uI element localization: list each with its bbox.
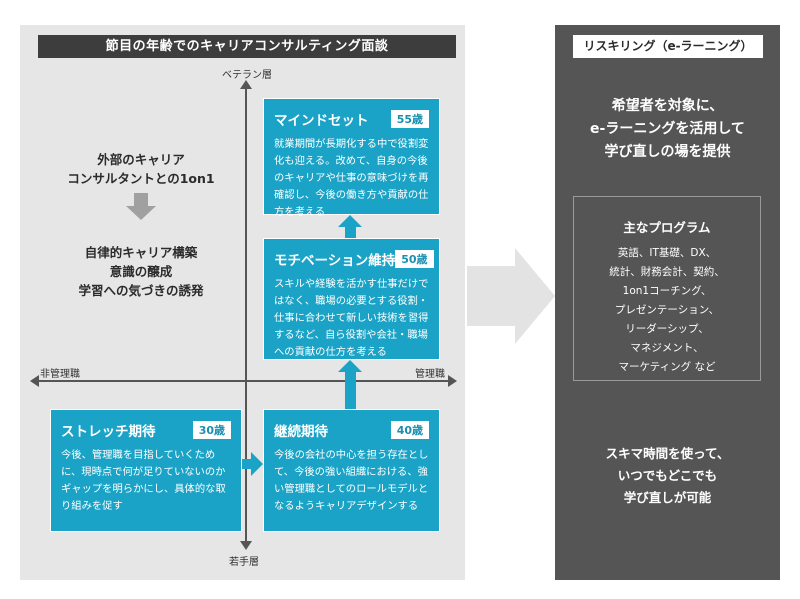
- program-line-5: リーダーシップ、: [625, 323, 709, 335]
- card-stretch-body: 今後、管理職を目指していくために、現時点で何が足りていないのかギャップを明らかに…: [61, 449, 226, 512]
- program-line-7: マーケティング など: [618, 361, 716, 373]
- career-consulting-header: 節目の年齢でのキャリアコンサルティング面談: [38, 35, 456, 58]
- card-mindset-body: 就業期間が長期化する中で役割変化も迎える。改めて、自身の今後のキャリアや仕事の意…: [274, 138, 429, 218]
- program-line-2: 統計、財務会計、契約、: [609, 266, 725, 278]
- card-mindset-age-badge: 55歳: [390, 110, 429, 128]
- card-motivation-title: モチベーション維持: [274, 253, 396, 269]
- program-line-3: 1on1コーチング、: [622, 285, 712, 297]
- connector-50-to-55-arrowhead: [338, 215, 362, 227]
- reskilling-intro-line-2: e-ラーニングを活用して: [590, 121, 745, 137]
- reskilling-footer-line-3: 学び直しが可能: [623, 490, 712, 505]
- connector-30-to-40-arrowhead: [251, 452, 263, 476]
- connector-40-to-50-shaft: [345, 372, 356, 409]
- card-continuation: 継続期待 40歳 今後の会社の中心を担う存在として、今後の強い組織における、強い…: [263, 409, 440, 532]
- axis-label-manager: 管理職: [415, 369, 445, 380]
- reskilling-footer-line-1: スキマ時間を使って、: [605, 446, 730, 461]
- vertical-axis-arrowhead-top: [240, 80, 252, 89]
- vertical-axis: [245, 87, 247, 545]
- program-list: 英語、IT基礎、DX、 統計、財務会計、契約、 1on1コーチング、 プレゼンテ…: [573, 244, 761, 377]
- card-mindset-header: マインドセット 55歳: [274, 109, 429, 129]
- card-motivation-header: モチベーション維持 50歳: [274, 249, 434, 269]
- card-continuation-age-badge: 40歳: [390, 421, 429, 439]
- card-stretch: ストレッチ期待 30歳 今後、管理職を目指していくために、現時点で何が足りていな…: [50, 409, 242, 532]
- program-title: 主なプログラム: [623, 220, 711, 235]
- card-mindset-title: マインドセット: [274, 113, 369, 129]
- program-line-4: プレゼンテーション、: [614, 304, 720, 316]
- reskilling-intro-line-1: 希望者を対象に、: [611, 98, 724, 114]
- external-consultant-line-1: 外部のキャリア: [97, 152, 185, 167]
- gray-down-arrow-head: [126, 206, 156, 220]
- horizontal-axis-arrowhead-left: [30, 375, 39, 387]
- axis-label-junior: 若手層: [229, 557, 259, 568]
- horizontal-axis-arrowhead-right: [448, 375, 457, 387]
- card-motivation-age-badge: 50歳: [395, 250, 434, 268]
- program-box: [573, 196, 761, 381]
- external-consultant-line-2: コンサルタントとの1on1: [67, 171, 215, 186]
- autonomy-line-3: 学習への気づきの誘発: [78, 283, 204, 298]
- connector-40-to-50-arrowhead: [338, 360, 362, 372]
- connector-50-to-55-shaft: [345, 227, 356, 238]
- card-continuation-title: 継続期待: [274, 424, 328, 440]
- big-right-arrow-head: [515, 248, 555, 344]
- card-stretch-title: ストレッチ期待: [61, 424, 156, 440]
- autonomy-line-1: 自律的キャリア構築: [84, 245, 198, 260]
- reskilling-footer: スキマ時間を使って、 いつでもどこでも 学び直しが可能: [560, 443, 775, 509]
- program-line-1: 英語、IT基礎、DX、: [617, 247, 717, 259]
- card-continuation-body: 今後の会社の中心を担う存在として、今後の強い組織における、強い管理職としてのロー…: [274, 449, 429, 512]
- gray-down-arrow-shaft: [134, 193, 148, 207]
- reskilling-header: リスキリング（e-ラーニング）: [573, 35, 763, 58]
- big-right-arrow-body: [467, 266, 516, 326]
- connector-30-to-40-shaft: [242, 459, 252, 469]
- reskilling-intro-line-3: 学び直しの場を提供: [604, 144, 731, 160]
- vertical-axis-arrowhead-bottom: [240, 541, 252, 550]
- reskilling-intro: 希望者を対象に、 e-ラーニングを活用して 学び直しの場を提供: [560, 95, 775, 164]
- card-continuation-header: 継続期待 40歳: [274, 420, 429, 440]
- autonomy-line-2: 意識の醸成: [109, 264, 173, 279]
- card-mindset: マインドセット 55歳 就業期間が長期化する中で役割変化も迎える。改めて、自身の…: [263, 98, 440, 218]
- card-stretch-header: ストレッチ期待 30歳: [61, 420, 231, 440]
- axis-label-veteran: ベテラン層: [222, 70, 272, 81]
- axis-label-non-manager: 非管理職: [40, 369, 80, 380]
- reskilling-panel: [555, 25, 780, 580]
- horizontal-axis: [36, 380, 451, 382]
- reskilling-footer-line-2: いつでもどこでも: [617, 468, 718, 483]
- card-motivation-body: スキルや経験を活かす仕事だけではなく、職場の必要とする役割・仕事に合わせて新しい…: [274, 278, 429, 358]
- autonomy-outcome-text: 自律的キャリア構築 意識の醸成 学習への気づきの誘発: [46, 243, 236, 300]
- card-stretch-age-badge: 30歳: [192, 421, 231, 439]
- card-motivation: モチベーション維持 50歳 スキルや経験を活かす仕事だけではなく、職場の必要とす…: [263, 238, 440, 360]
- external-consultant-text: 外部のキャリア コンサルタントとの1on1: [46, 150, 236, 188]
- program-line-6: マネジメント、: [630, 342, 704, 354]
